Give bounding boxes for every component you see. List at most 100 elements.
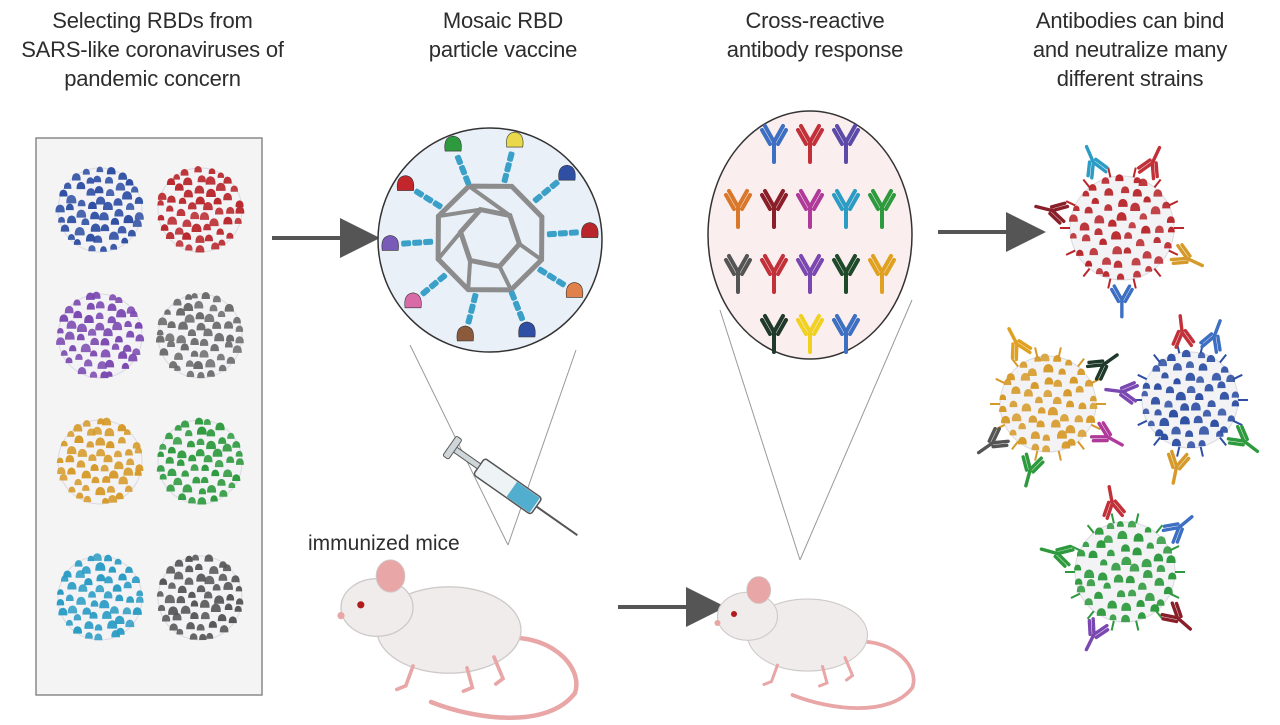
step-1-heading: Selecting RBDs from SARS-like coronaviru… (0, 6, 305, 93)
spike (1219, 436, 1227, 446)
mouse-eye (731, 611, 737, 617)
spike (995, 377, 1006, 385)
step-3-heading: Cross-reactive antibody response (690, 6, 940, 64)
mouse-eye (357, 601, 365, 609)
rbd-tip (581, 222, 599, 238)
antibody-icon (1226, 424, 1260, 454)
spike (1155, 524, 1164, 534)
rbd-arm (537, 266, 584, 298)
callout-line (799, 299, 913, 561)
rbd-tip (456, 325, 474, 342)
antibody-icon (724, 189, 752, 229)
neutralized-virus-icon (1074, 520, 1177, 623)
spike (1090, 423, 1101, 431)
spike (1199, 446, 1204, 457)
antibody-icon (1007, 327, 1033, 362)
antibody-icon (1039, 544, 1075, 568)
spike (1107, 167, 1112, 178)
spike (1153, 178, 1162, 188)
spike (1011, 358, 1019, 368)
spike (1086, 524, 1095, 534)
antibody-icon (1084, 617, 1110, 652)
spike (1153, 436, 1161, 446)
virus-icon (56, 553, 144, 641)
spike (1137, 373, 1148, 381)
spike (1132, 167, 1137, 178)
antibody-icon (1166, 449, 1191, 485)
spike (1090, 377, 1101, 385)
virus-icon (156, 417, 244, 505)
callout-line (719, 309, 801, 561)
virus-icon (155, 291, 244, 379)
mouse-tail (790, 639, 916, 710)
rbd-tip (506, 131, 524, 148)
rbd-arm (404, 272, 448, 309)
spike (1107, 278, 1112, 289)
spike (1137, 419, 1148, 427)
spike (1034, 450, 1039, 461)
antibody-icon (760, 314, 788, 354)
spike (1232, 419, 1243, 427)
spike (1169, 592, 1180, 599)
nanoparticle-icon (381, 131, 599, 342)
antibody-icon (1169, 243, 1205, 268)
antibody-icon (832, 254, 860, 294)
antibody-icon (1171, 314, 1196, 349)
mouse-ear (746, 576, 772, 604)
heading-line: Antibodies can bind (1035, 8, 1225, 33)
rbd-arm (456, 292, 479, 342)
antibody-icon (832, 124, 860, 164)
heading-line: and neutralize many (1032, 37, 1228, 62)
antibody-icon (724, 254, 752, 294)
antibody-icon (832, 314, 860, 354)
antibody-icon (1199, 319, 1222, 354)
antibody-icon (1104, 381, 1139, 405)
rbd-arm (546, 222, 599, 238)
spike (1110, 513, 1115, 524)
rbd-tip (404, 292, 422, 309)
antibody-grid (724, 124, 896, 354)
antibody-icon (976, 426, 1010, 455)
spike (1168, 200, 1179, 207)
mouse-feet (762, 656, 855, 688)
spike (1011, 440, 1019, 450)
rbd-arm (508, 290, 536, 338)
mouse-icon (337, 559, 579, 720)
neutralized-virus-icon (1068, 174, 1175, 281)
spike (995, 423, 1006, 431)
spike (1155, 610, 1164, 620)
mouse-icon (714, 576, 916, 710)
mouse-head (716, 591, 779, 641)
antibody-icon (796, 189, 824, 229)
virus-icon (56, 417, 144, 505)
spike (1082, 268, 1091, 278)
spike (1153, 268, 1162, 278)
heading-line: SARS-like coronaviruses of (21, 37, 284, 62)
spike (1057, 347, 1062, 358)
antibody-icon (832, 189, 860, 229)
rbd-tip (558, 164, 576, 181)
rbd-arm (501, 131, 524, 184)
spike (1034, 347, 1039, 358)
antibody-icon (796, 254, 824, 294)
spike (1082, 178, 1091, 188)
spike (1169, 545, 1180, 552)
antibody-icon (868, 189, 896, 229)
heading-line: Selecting RBDs from (52, 8, 253, 33)
spike (1077, 440, 1085, 450)
antibody-callout (707, 110, 913, 360)
antibody-icon (760, 124, 788, 164)
antibody-icon (1084, 144, 1109, 180)
mouse-feet (394, 655, 506, 694)
spike (1232, 373, 1243, 381)
antibody-icon (1160, 601, 1193, 631)
virus-icon (156, 554, 244, 641)
spike (1057, 450, 1062, 461)
spike (1135, 620, 1140, 631)
spike (1219, 354, 1227, 364)
heading-line: pandemic concern (64, 66, 241, 91)
mouse-head (340, 578, 414, 637)
spike (1110, 620, 1115, 631)
mouse-nose (714, 620, 721, 626)
